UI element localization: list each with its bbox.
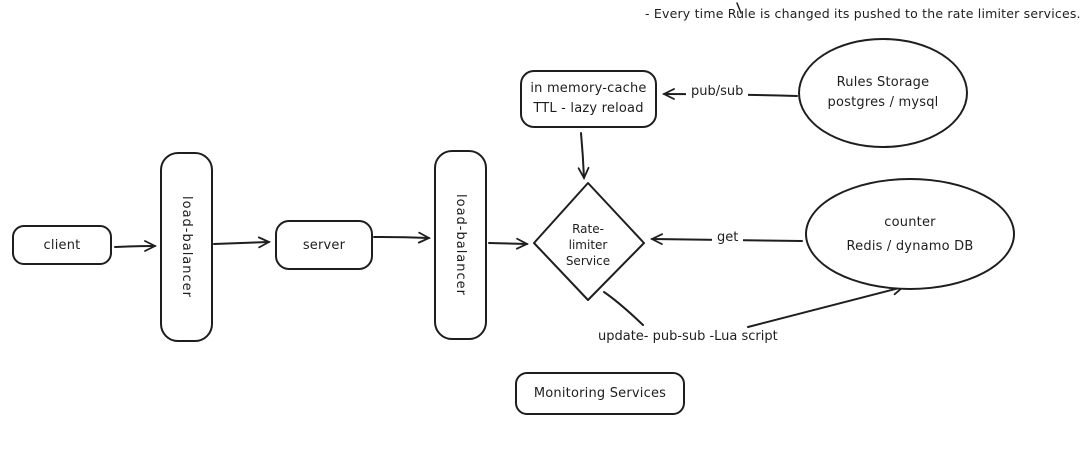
node-rules-storage: Rules Storage postgres / mysql [798, 38, 968, 148]
node-load-balancer-2-label: load-balancer [453, 193, 468, 296]
line-ratelimiter-to-update-label [603, 291, 644, 326]
node-rate-limiter-label: Rate- limiter Service [538, 221, 638, 269]
annotation-rule-change: - Every time Rule is changed its pushed … [645, 6, 1081, 21]
arrow-server-to-lb2 [373, 237, 429, 238]
node-counter: counter Redis / dynamo DB [805, 178, 1015, 290]
node-rate-limiter-line2: limiter [568, 238, 608, 252]
node-server-label: server [302, 237, 346, 253]
edge-label-pub-sub: pub/sub [686, 84, 749, 99]
node-rules-storage-line2: postgres / mysql [827, 95, 939, 110]
node-monitoring-services: Monitoring Services [515, 372, 685, 415]
node-load-balancer-2: load-balancer [434, 150, 487, 340]
node-rules-storage-line1: Rules Storage [836, 75, 930, 90]
node-client: client [12, 225, 112, 265]
edge-label-update-pubsub-lua: update- pub-sub -Lua script [598, 329, 778, 344]
node-memory-cache-line1: in memory-cache [530, 81, 647, 96]
node-rate-limiter-line3: Service [565, 254, 611, 268]
arrow-lb1-to-server [213, 242, 269, 244]
node-counter-line1: counter [884, 214, 936, 230]
node-memory-cache-line2: TTL - lazy reload [533, 101, 644, 116]
arrow-update-to-counter [747, 287, 903, 328]
node-memory-cache: in memory-cache TTL - lazy reload [520, 70, 657, 128]
node-client-label: client [43, 237, 81, 253]
node-monitoring-services-label: Monitoring Services [533, 386, 667, 401]
edge-label-get: get [712, 230, 744, 245]
node-load-balancer-1: load-balancer [160, 152, 213, 342]
node-load-balancer-1-label: load-balancer [179, 195, 194, 298]
node-server: server [275, 220, 373, 270]
node-rate-limiter-line1: Rate- [572, 222, 604, 236]
arrow-client-to-lb1 [114, 246, 155, 247]
node-counter-line2: Redis / dynamo DB [846, 238, 974, 254]
arrow-cache-to-ratelimiter [581, 132, 584, 178]
arrow-lb2-to-ratelimiter [488, 243, 527, 244]
